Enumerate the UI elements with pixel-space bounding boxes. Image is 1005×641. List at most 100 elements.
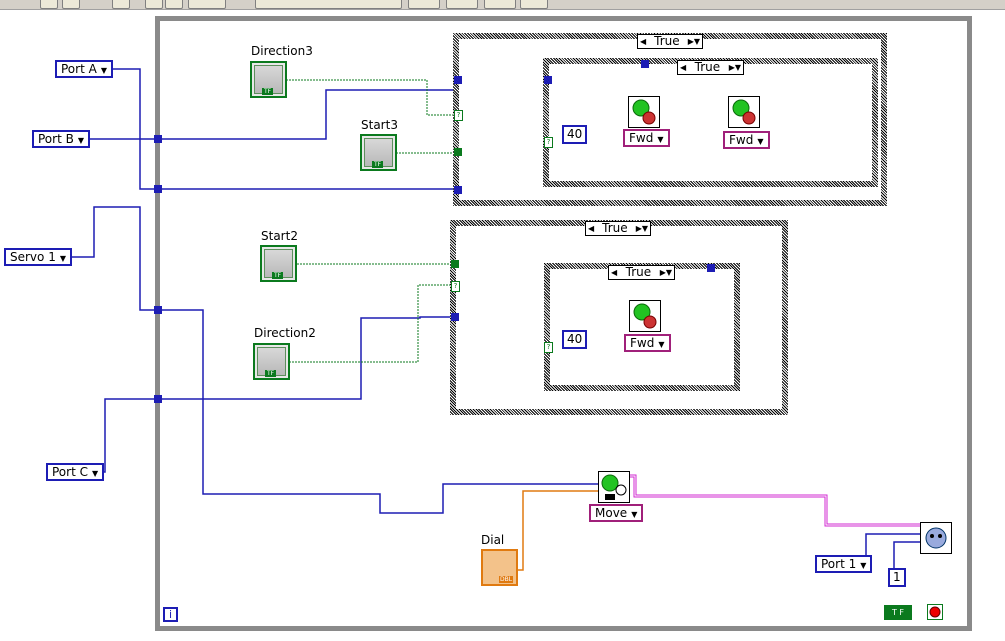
direction2-label: Direction2 <box>254 326 316 340</box>
wire-port-a <box>107 68 458 190</box>
step-buttons[interactable] <box>188 0 226 9</box>
port-1-label: Port 1 <box>821 557 857 571</box>
dropdown-arrow-icon: ▼ <box>91 469 99 478</box>
tunnel <box>707 264 715 272</box>
case-structure-inner-top[interactable] <box>543 58 878 187</box>
tunnel-bool <box>454 148 462 156</box>
tf-badge: TF <box>372 161 384 168</box>
start3-switch-icon[interactable]: TF <box>360 134 397 171</box>
dropdown-arrow-icon: ▼ <box>658 340 665 349</box>
case-selector-inner-mid[interactable]: ◀True▶▼ <box>608 265 675 280</box>
case-selector-inner-top[interactable]: ◀True▶▼ <box>677 60 744 75</box>
dropdown-arrow-icon: ▼ <box>631 510 638 519</box>
servo-vi-icon[interactable] <box>598 471 630 503</box>
fwd-ring-3[interactable]: Fwd▼ <box>624 334 671 352</box>
port-1-ring[interactable]: Port 1▼ <box>815 555 873 573</box>
port-c-label: Port C <box>52 465 88 479</box>
tunnel <box>451 313 459 321</box>
cleanup-button[interactable] <box>520 0 548 9</box>
tunnel <box>154 306 162 314</box>
dropdown-arrow-icon: ▼ <box>77 136 84 145</box>
tunnel <box>154 135 162 143</box>
wire-dial <box>518 490 598 571</box>
port-b-ring[interactable]: Port B▼ <box>32 130 90 148</box>
const-1[interactable]: 1 <box>888 568 906 587</box>
fwd-ring-1[interactable]: Fwd▼ <box>623 129 670 147</box>
wire-direction3 <box>286 79 458 116</box>
move-ring[interactable]: Move▼ <box>589 504 644 522</box>
dropdown-arrow-icon: ▼ <box>59 254 66 263</box>
case-selector-outer-top[interactable]: ◀True▶▼ <box>637 34 703 49</box>
motor-vi-icon[interactable] <box>728 96 760 128</box>
run-arrow-button[interactable] <box>40 0 58 9</box>
tunnel-bool <box>451 260 459 268</box>
port-c-ring[interactable]: Port C▼ <box>46 463 105 481</box>
dropdown-arrow-icon: ▼ <box>657 135 664 144</box>
case-label: True <box>602 221 628 235</box>
dbl-badge: DBL <box>499 576 514 583</box>
servo-1-label: Servo 1 <box>10 250 56 264</box>
fwd-label: Fwd <box>629 131 654 145</box>
toolbar <box>0 0 1005 10</box>
fwd-ring-2[interactable]: Fwd▼ <box>723 131 770 149</box>
tunnel <box>454 76 462 84</box>
case-selector-terminal: ? <box>451 281 460 292</box>
start2-switch-icon[interactable]: TF <box>260 245 297 282</box>
case-selector-terminal: ? <box>454 110 463 121</box>
align-button[interactable] <box>408 0 440 9</box>
while-loop-frame[interactable] <box>155 16 972 631</box>
highlight-button[interactable] <box>165 0 183 9</box>
wire-servo-1 <box>67 206 598 514</box>
fwd-label: Fwd <box>729 133 754 147</box>
dial-knob-icon[interactable]: DBL <box>481 549 518 586</box>
speed-const-mid[interactable]: 40 <box>562 330 588 349</box>
font-dropdown[interactable] <box>255 0 402 9</box>
pause-button[interactable] <box>145 0 163 9</box>
dropdown-arrow-icon: ▼ <box>757 137 764 146</box>
direction3-toggle-icon[interactable]: TF <box>250 61 287 98</box>
run-continuous-button[interactable] <box>62 0 80 9</box>
case-label: True <box>694 60 721 74</box>
motor-vi-icon[interactable] <box>628 96 660 128</box>
case-label: True <box>654 34 680 48</box>
case-selector-terminal: ? <box>544 342 553 353</box>
reorder-button[interactable] <box>484 0 516 9</box>
stop-condition-icon[interactable] <box>927 604 943 620</box>
case-label: True <box>625 265 652 279</box>
wire-const-1 <box>893 541 920 568</box>
speed-const-top[interactable]: 40 <box>562 125 588 144</box>
wire-port-b <box>83 89 458 140</box>
tf-badge: TF <box>265 370 277 377</box>
case-selector-terminal: ? <box>544 137 553 148</box>
dropdown-arrow-icon: ▼ <box>100 66 107 75</box>
tunnel <box>641 60 649 68</box>
stop-bool-terminal[interactable]: T F <box>884 605 912 620</box>
motor-vi-icon[interactable] <box>629 300 661 332</box>
wire-move-to-1 <box>630 474 920 527</box>
tunnel <box>544 76 552 84</box>
distribute-button[interactable] <box>446 0 478 9</box>
case-selector-outer-mid[interactable]: ◀True▶▼ <box>585 221 651 236</box>
tunnel <box>154 395 162 403</box>
abort-button[interactable] <box>112 0 130 9</box>
servo-1-ring[interactable]: Servo 1▼ <box>4 248 72 266</box>
tf-badge: TF <box>272 272 284 279</box>
info-icon[interactable]: i <box>163 607 178 622</box>
start3-label: Start3 <box>361 118 398 132</box>
fwd-label: Fwd <box>630 336 655 350</box>
start2-label: Start2 <box>261 229 298 243</box>
tunnel <box>154 185 162 193</box>
output-vi-icon[interactable] <box>920 522 952 554</box>
dial-label: Dial <box>481 533 505 547</box>
port-a-label: Port A <box>61 62 97 76</box>
dropdown-arrow-icon: ▼ <box>860 561 867 570</box>
move-label: Move <box>595 506 628 520</box>
tunnel <box>454 186 462 194</box>
wire-direction2 <box>289 284 455 363</box>
port-a-ring[interactable]: Port A▼ <box>55 60 113 78</box>
direction2-toggle-icon[interactable]: TF <box>253 343 290 380</box>
wire-port-1 <box>865 533 920 564</box>
port-b-label: Port B <box>38 132 74 146</box>
tf-badge: TF <box>262 88 274 95</box>
direction3-label: Direction3 <box>251 44 313 58</box>
